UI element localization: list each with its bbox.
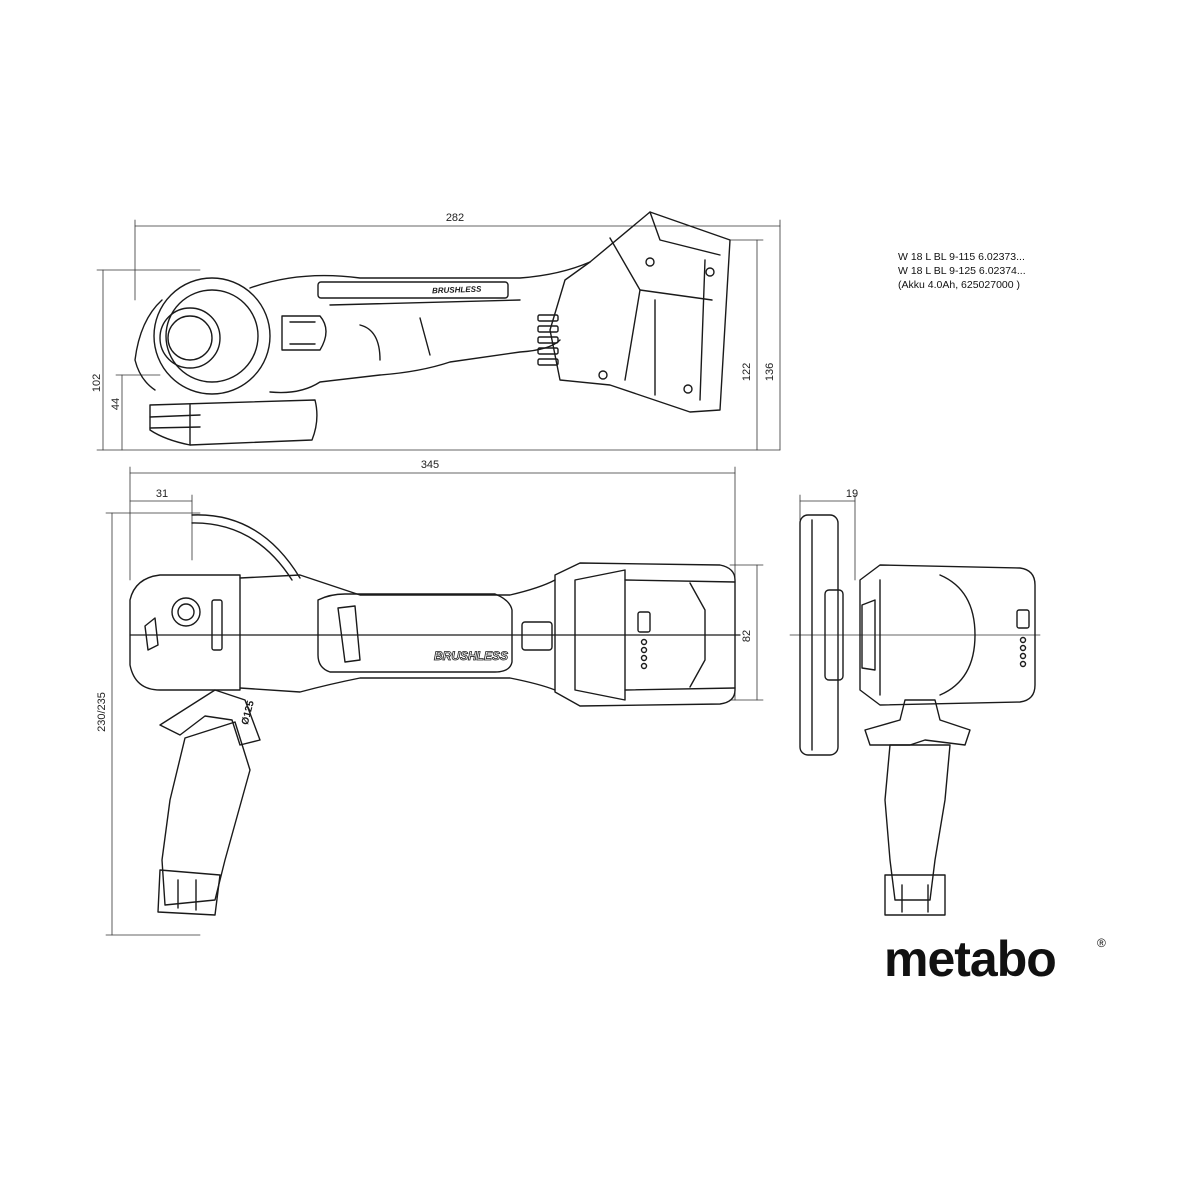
spec-line-2: W 18 L BL 9-125 6.02374...: [898, 265, 1026, 277]
dim-top-height-handle: 230/235: [96, 692, 108, 732]
dim-top-offset: 31: [156, 488, 168, 500]
brushless-label-top: BRUSHLESS: [434, 649, 508, 663]
brushless-label-side: BRUSHLESS: [432, 285, 482, 296]
front-view: [789, 494, 1041, 916]
side-dimension-lines: [96, 219, 781, 451]
dim-side-height-front: 102: [91, 374, 103, 392]
dim-side-height-battery: 122: [741, 363, 753, 381]
brand-logo: metabo: [884, 931, 1057, 987]
battery-vent-slots: [537, 314, 559, 366]
registered-mark: ®: [1097, 936, 1106, 950]
spec-line-1: W 18 L BL 9-115 6.02373...: [898, 251, 1025, 263]
disc-size-label: Ø125: [240, 699, 257, 726]
side-view: [96, 211, 781, 451]
dim-side-length: 282: [446, 212, 464, 224]
model-spec-block: W 18 L BL 9-115 6.02373... W 18 L BL 9-1…: [898, 250, 1026, 292]
dim-side-height-disc: 44: [110, 398, 122, 410]
dim-front-offset: 19: [846, 488, 858, 500]
dim-top-length: 345: [421, 459, 439, 471]
spec-line-3: (Akku 4.0Ah, 625027000 ): [898, 279, 1021, 291]
dim-top-body-width: 82: [741, 630, 753, 642]
front-dimension-lines: [789, 494, 1041, 636]
top-view: [105, 466, 764, 936]
dim-side-height-total: 136: [764, 363, 776, 381]
dimension-labels: 282 102 44 122 136 345 31 230/235 82 19: [91, 212, 858, 732]
top-dimension-lines: [105, 466, 764, 936]
